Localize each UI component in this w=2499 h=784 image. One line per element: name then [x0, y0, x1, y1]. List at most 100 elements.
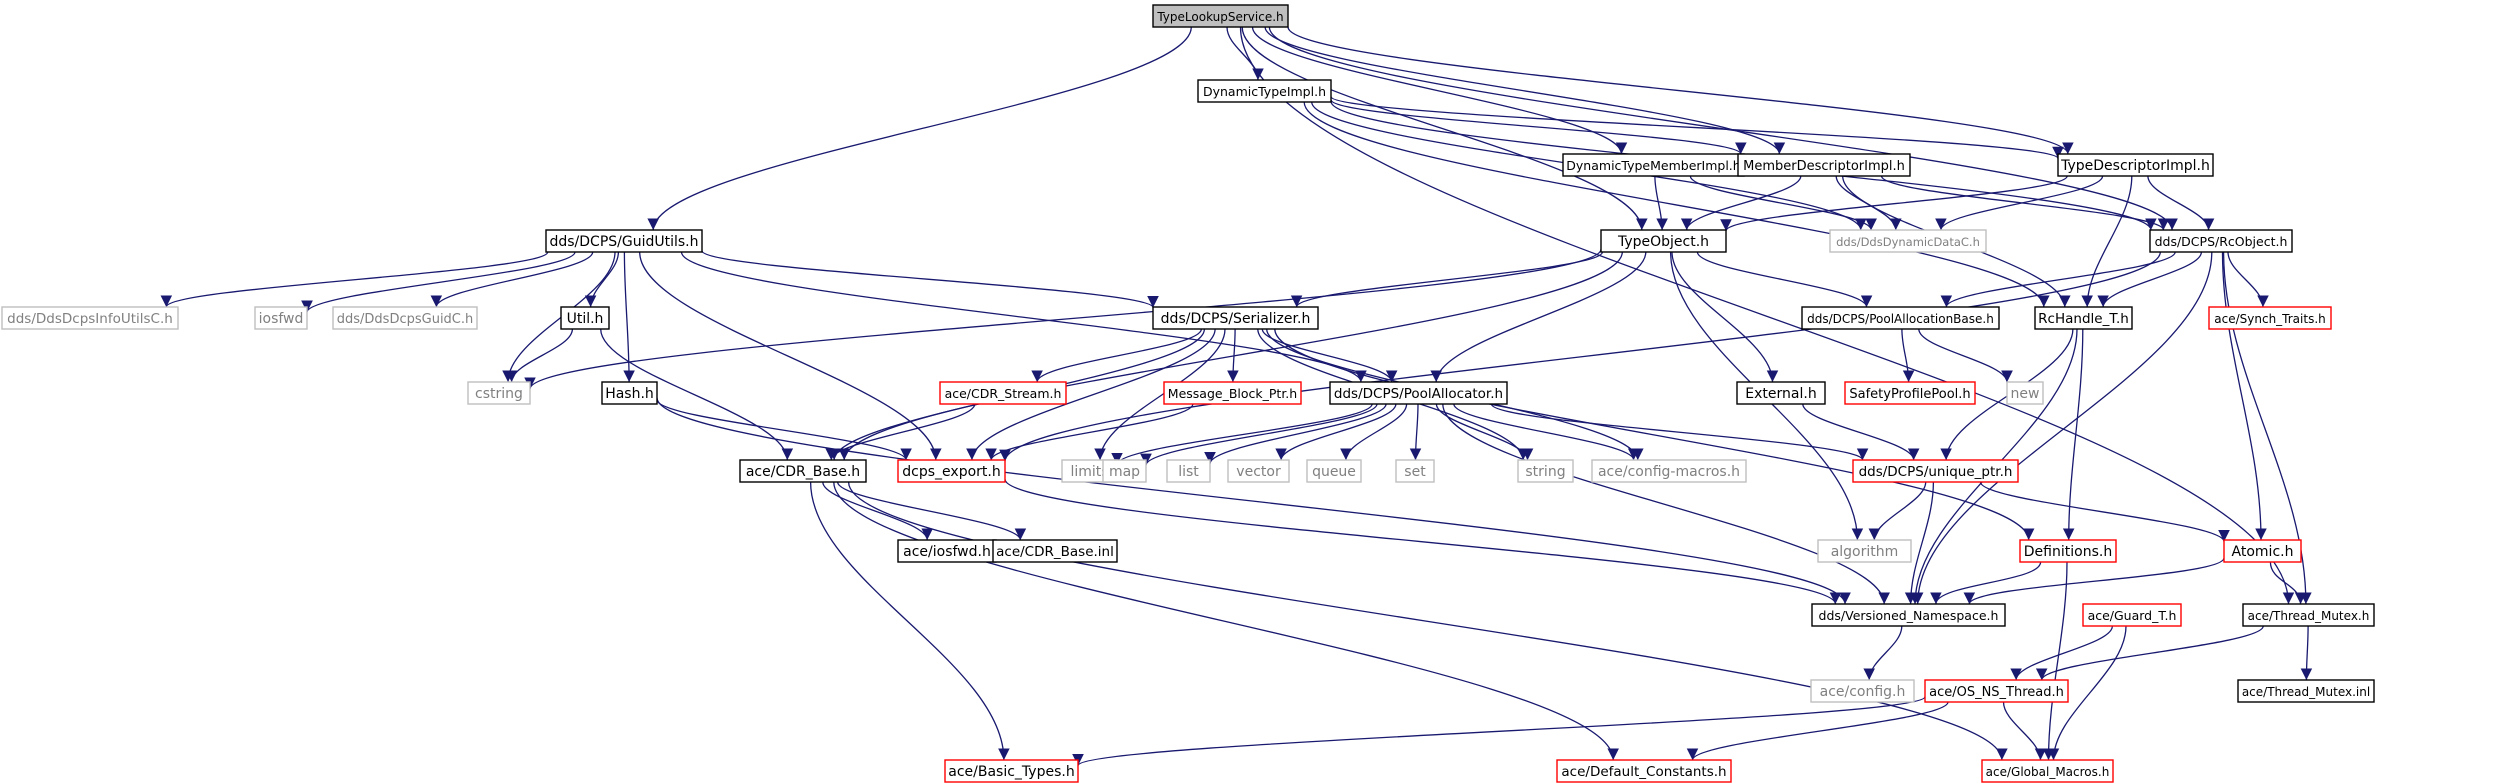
- node-box: [1737, 153, 1911, 177]
- node-typeObject[interactable]: TypeObject.h: [1600, 229, 1727, 253]
- edge-dynTypeMember-to-ddsDynData: [1689, 175, 1877, 231]
- node-externalH[interactable]: External.h: [1736, 381, 1826, 405]
- node-uniquePtr[interactable]: dds/DCPS/unique_ptr.h: [1852, 459, 2019, 483]
- edge-root-to-memberDesc: [1264, 26, 1786, 155]
- node-rcObject[interactable]: dds/DCPS/RcObject.h: [2149, 229, 2293, 253]
- node-root[interactable]: TypeLookupService.h: [1152, 4, 1289, 28]
- node-infoUtils: dds/DdsDcpsInfoUtilsC.h: [1, 306, 179, 330]
- edge-poolAlloc-to-set: [1409, 403, 1422, 461]
- node-queue: queue: [1306, 459, 1362, 483]
- edge-hashH-to-dcpsExport: [656, 399, 912, 461]
- node-guardT[interactable]: ace/Guard_T.h: [2082, 603, 2182, 627]
- node-box: [1163, 381, 1302, 405]
- node-label: ace/OS_NS_Thread.h: [1929, 685, 2064, 700]
- node-dynTypeMember[interactable]: DynamicTypeMemberImpl.h: [1562, 153, 1745, 177]
- node-label: ace/config-macros.h: [1598, 464, 1740, 480]
- edge-rcObject-to-threadMutex: [2222, 251, 2312, 605]
- node-string: string: [1517, 459, 1574, 483]
- edge-root-to-typeObject: [1241, 26, 1648, 231]
- node-serializer[interactable]: dds/DCPS/Serializer.h: [1152, 306, 1319, 330]
- node-box: [1981, 759, 2114, 783]
- node-synchTraits[interactable]: ace/Synch_Traits.h: [2208, 306, 2332, 330]
- edge-rcHandle-to-definitions: [2062, 328, 2084, 541]
- node-box: [2034, 306, 2133, 330]
- node-box: [1152, 306, 1319, 330]
- node-rcHandle[interactable]: RcHandle_T.h: [2034, 306, 2133, 330]
- node-box: [2223, 539, 2302, 563]
- node-label: ace/Default_Constants.h: [1561, 764, 1726, 780]
- node-safetyPool[interactable]: SafetyProfilePool.h: [1844, 381, 1976, 405]
- node-label: dds/DCPS/unique_ptr.h: [1859, 464, 2013, 480]
- edge-dcpsExport-to-versioned: [1004, 478, 1842, 605]
- edge-poolAlloc-to-limits: [1111, 403, 1373, 465]
- edge-definitions-to-versioned: [1930, 561, 2042, 605]
- node-box: [601, 381, 658, 405]
- node-threadMutexInl[interactable]: ace/Thread_Mutex.inl: [2237, 679, 2375, 703]
- node-dynTypeImpl[interactable]: DynamicTypeImpl.h: [1197, 79, 1332, 103]
- edge-poolAlloc-to-queue: [1340, 403, 1408, 461]
- node-cdrStream[interactable]: ace/CDR_Stream.h: [939, 381, 1067, 405]
- node-label: vector: [1236, 464, 1281, 480]
- node-aceIosfwd[interactable]: ace/iosfwd.h: [897, 539, 997, 563]
- node-box: [1166, 459, 1211, 483]
- node-label: Atomic.h: [2232, 544, 2294, 560]
- node-box: [560, 306, 610, 330]
- edge-poolAlloc-to-versioned: [1442, 403, 1890, 605]
- node-msgBlock[interactable]: Message_Block_Ptr.h: [1163, 381, 1302, 405]
- edge-guidUtils-to-iosfwd: [301, 251, 576, 313]
- node-globalMacros[interactable]: ace/Global_Macros.h: [1981, 759, 2114, 783]
- node-map: map: [1102, 459, 1147, 483]
- edge-utilH-to-cstring: [505, 328, 574, 383]
- node-box: [1329, 381, 1508, 405]
- node-cdrBase[interactable]: ace/CDR_Base.h: [739, 459, 867, 483]
- node-box: [2242, 603, 2375, 627]
- node-label: RcHandle_T.h: [2038, 311, 2129, 327]
- node-box: [1844, 381, 1976, 405]
- node-defConstants[interactable]: ace/Default_Constants.h: [1556, 759, 1732, 783]
- edge-root-to-guidUtils: [647, 26, 1192, 231]
- node-atomic[interactable]: Atomic.h: [2223, 539, 2302, 563]
- node-label: list: [1178, 464, 1199, 480]
- edge-poolAllocBase-to-safetyPool: [1901, 328, 1915, 383]
- node-dcpsExport[interactable]: dcps_export.h: [897, 459, 1006, 483]
- node-box: [1556, 759, 1732, 783]
- edge-uniquePtr-to-versioned: [1904, 481, 1935, 605]
- edge-hashH-to-versioned: [656, 397, 1851, 605]
- node-poolAlloc[interactable]: dds/DCPS/PoolAllocator.h: [1329, 381, 1508, 405]
- edge-typeObject-to-cstring: [524, 248, 1602, 390]
- node-utilH[interactable]: Util.h: [560, 306, 610, 330]
- node-box: [332, 306, 478, 330]
- node-memberDesc[interactable]: MemberDescriptorImpl.h: [1737, 153, 1911, 177]
- node-label: dcps_export.h: [902, 464, 1000, 480]
- node-label: TypeLookupService.h: [1156, 10, 1283, 24]
- node-osNsThread[interactable]: ace/OS_NS_Thread.h: [1924, 679, 2069, 703]
- edge-serializer-to-limits: [1094, 328, 1226, 461]
- edge-poolAlloc-to-map: [1140, 403, 1378, 466]
- node-guidUtils[interactable]: dds/DCPS/GuidUtils.h: [545, 229, 703, 253]
- node-typeDesc[interactable]: TypeDescriptorImpl.h: [2057, 153, 2214, 177]
- node-basicTypes[interactable]: ace/Basic_Types.h: [944, 759, 1079, 783]
- node-box: [254, 306, 308, 330]
- node-hashH[interactable]: Hash.h: [601, 381, 658, 405]
- node-box: [1517, 459, 1574, 483]
- edge-utilH-to-cdrBase: [600, 328, 794, 461]
- edge-atomic-to-versioned: [1963, 557, 2225, 605]
- node-threadMutex[interactable]: ace/Thread_Mutex.h: [2242, 603, 2375, 627]
- edge-poolAllocBase-to-newH: [1918, 328, 2013, 383]
- edge-memberDesc-to-typeObject: [1680, 175, 1802, 231]
- edge-guidUtils-to-serializer: [701, 250, 1159, 309]
- node-label: string: [1525, 464, 1565, 480]
- edge-guidUtils-to-utilH: [584, 251, 620, 308]
- node-cdrBaseInl[interactable]: ace/CDR_Base.inl: [992, 539, 1118, 563]
- edge-dynTypeImpl-to-memberDesc: [1330, 99, 1747, 155]
- node-box: [1197, 79, 1332, 103]
- node-poolAllocBase[interactable]: dds/DCPS/PoolAllocationBase.h: [1801, 306, 2000, 330]
- node-label: new: [2011, 386, 2040, 402]
- node-definitions[interactable]: Definitions.h: [2019, 539, 2117, 563]
- edge-typeObject-to-poolAllocBase: [1696, 251, 1873, 308]
- edge-typeObject-to-serializer: [1290, 251, 1604, 308]
- node-label: ace/CDR_Base.inl: [996, 544, 1114, 560]
- edge-dynTypeImpl-to-typeDesc: [1330, 96, 2064, 159]
- node-versioned[interactable]: dds/Versioned_Namespace.h: [1811, 603, 2006, 627]
- edge-typeDesc-to-typeObject: [1720, 175, 2068, 232]
